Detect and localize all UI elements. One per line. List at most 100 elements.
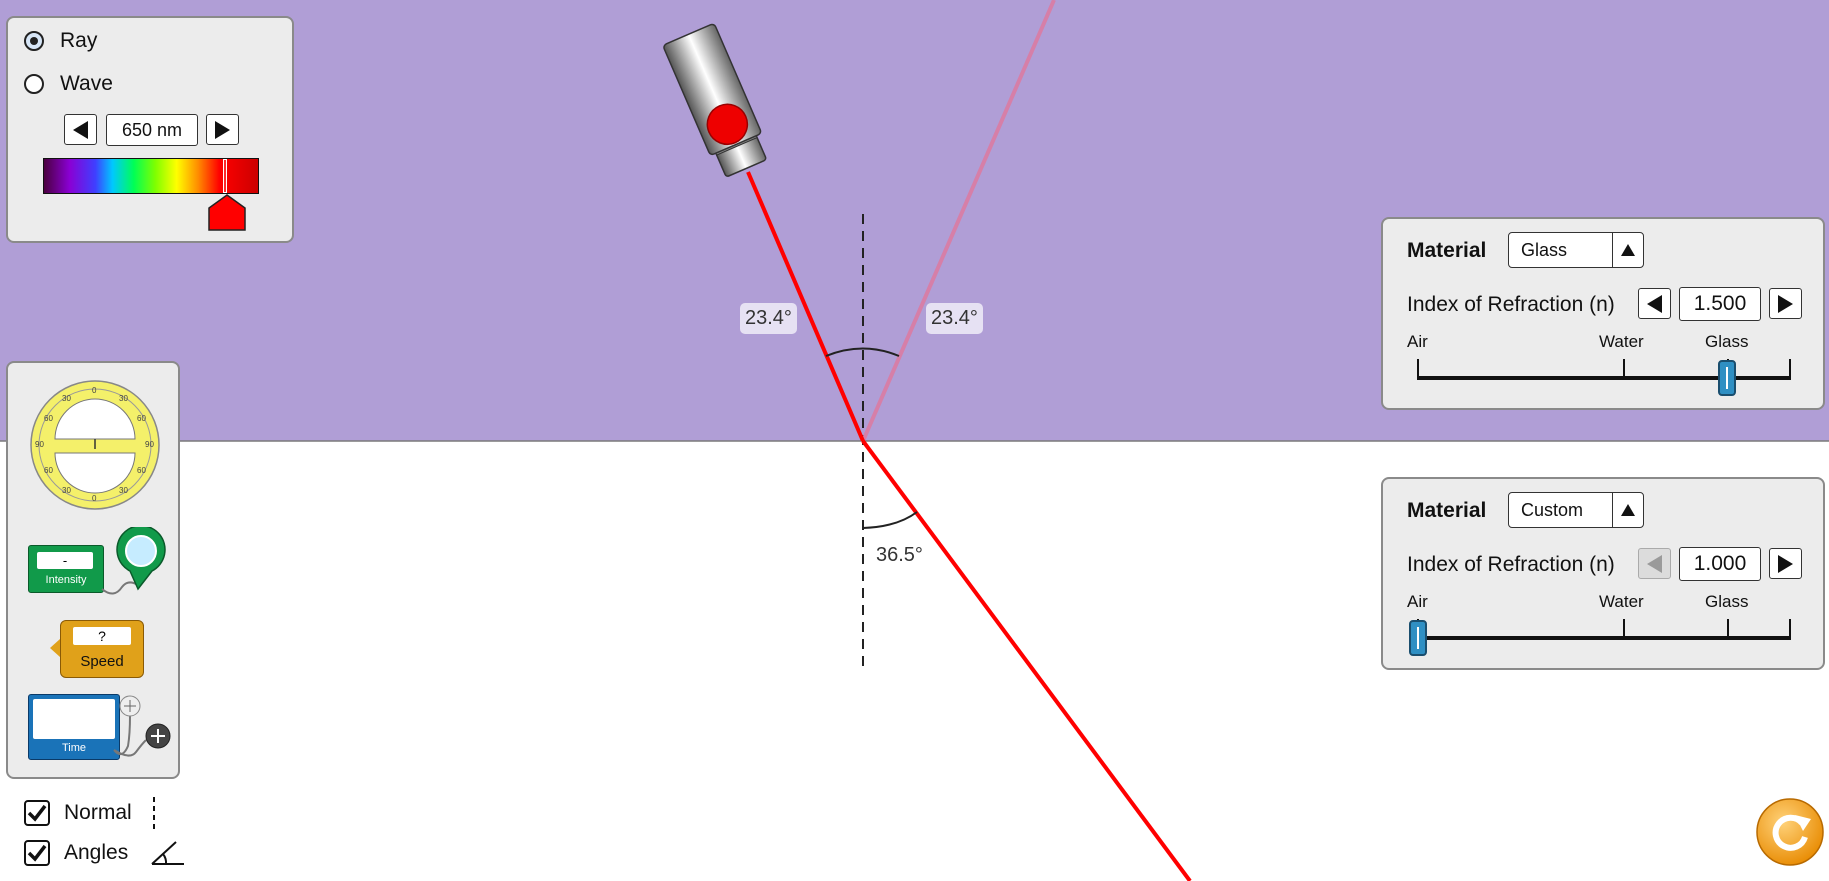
ray-radio[interactable]: Ray (24, 27, 97, 55)
bottom-ior-increase-button[interactable] (1769, 548, 1802, 579)
angles-checkbox[interactable] (24, 840, 50, 866)
svg-text:0: 0 (92, 386, 97, 395)
reset-icon[interactable] (1755, 797, 1825, 867)
top-material-label: Material (1407, 239, 1487, 262)
ray-radio-label: Ray (60, 29, 98, 52)
incident-angle-arc (825, 347, 900, 357)
top-slider-tick (1789, 359, 1791, 379)
bottom-tick-air: Air (1407, 592, 1428, 611)
time-sensor-icon[interactable] (112, 694, 174, 760)
bottom-ior-value: 1.000 (1679, 547, 1761, 581)
angles-checkbox-label: Angles (64, 841, 129, 864)
wavelength-decrease-button[interactable] (64, 114, 97, 145)
light-panel: Ray Wave 650 nm (6, 16, 294, 243)
intensity-label: Intensity (45, 574, 87, 586)
bottom-ior-decrease-button[interactable] (1638, 548, 1671, 579)
svg-text:60: 60 (44, 466, 53, 475)
checkmark-icon (27, 844, 47, 862)
bottom-material-label: Material (1407, 499, 1487, 522)
speed-pointer (50, 639, 60, 657)
toolbox-panel: 0 30 30 60 60 90 90 60 60 30 30 0 - Intensity ?… (6, 361, 180, 779)
right-arrow-icon (1778, 294, 1793, 313)
top-material-dropdown-button[interactable] (1612, 233, 1643, 267)
right-arrow-icon (1778, 554, 1793, 573)
speed-meter[interactable]: ? Speed (60, 620, 144, 678)
top-ior-value: 1.500 (1679, 287, 1761, 321)
top-tick-air: Air (1407, 332, 1428, 351)
top-slider-tick (1623, 359, 1625, 379)
top-ior-increase-button[interactable] (1769, 288, 1802, 319)
normal-line-icon (153, 797, 155, 831)
bottom-slider-tick (1727, 619, 1729, 639)
top-tick-glass: Glass (1705, 332, 1749, 351)
top-tick-water: Water (1599, 332, 1644, 351)
wavelength-slider-thumb[interactable] (207, 194, 247, 232)
bottom-ior-label: Index of Refraction (n) (1407, 553, 1615, 576)
top-ior-slider-thumb[interactable] (1718, 360, 1736, 396)
angles-checkbox-row[interactable]: Angles (24, 838, 128, 868)
chevron-up-icon (1621, 244, 1635, 256)
intensity-sensor-icon[interactable] (94, 527, 170, 599)
top-ior-label: Index of Refraction (n) (1407, 293, 1615, 316)
reflected-ray (861, 0, 1056, 442)
chevron-up-icon (1621, 504, 1635, 516)
top-medium-panel: Material Glass Index of Refraction (n) 1… (1381, 217, 1825, 410)
top-material-value: Glass (1521, 240, 1568, 260)
wave-radio-button[interactable] (24, 74, 44, 94)
wave-radio[interactable]: Wave (24, 70, 113, 98)
top-ior-decrease-button[interactable] (1638, 288, 1671, 319)
angle-icon (151, 841, 184, 865)
time-screen (33, 699, 115, 739)
ray-radio-button[interactable] (24, 31, 44, 51)
refracted-angle-arc (862, 511, 918, 529)
bottom-slider-tick (1623, 619, 1625, 639)
left-arrow-icon (1647, 294, 1662, 313)
bottom-ior-slider-thumb[interactable] (1409, 620, 1427, 656)
svg-text:90: 90 (35, 440, 44, 449)
wavelength-value: 650 nm (106, 114, 198, 146)
laser-pointer-icon[interactable] (663, 23, 772, 179)
svg-text:60: 60 (137, 414, 146, 423)
protractor-icon[interactable]: 0 30 30 60 60 90 90 60 60 30 30 0 (29, 379, 161, 511)
speed-label: Speed (80, 653, 124, 670)
top-material-combo[interactable]: Glass (1508, 232, 1644, 268)
normal-checkbox-label: Normal (64, 801, 132, 824)
intensity-meter[interactable]: - Intensity (28, 545, 104, 593)
intensity-value: - (37, 552, 93, 569)
svg-text:30: 30 (62, 394, 71, 403)
bottom-material-value: Custom (1521, 500, 1584, 520)
time-meter[interactable]: Time (28, 694, 120, 760)
svg-text:30: 30 (119, 486, 128, 495)
bottom-tick-glass: Glass (1705, 592, 1749, 611)
bottom-slider-tick (1789, 619, 1791, 639)
top-slider-tick (1417, 359, 1419, 379)
normal-checkbox[interactable] (24, 800, 50, 826)
wavelength-increase-button[interactable] (206, 114, 239, 145)
svg-text:30: 30 (119, 394, 128, 403)
top-ior-slider-track[interactable] (1417, 376, 1791, 380)
wave-radio-label: Wave (60, 72, 113, 95)
svg-text:0: 0 (92, 494, 97, 503)
bottom-tick-water: Water (1599, 592, 1644, 611)
refracted-angle-label: 36.5° (876, 544, 923, 566)
bottom-medium-panel: Material Custom Index of Refraction (n) … (1381, 477, 1825, 670)
refracted-ray (861, 439, 1192, 881)
bottom-material-dropdown-button[interactable] (1612, 493, 1643, 527)
checkmark-icon (27, 804, 47, 822)
time-label: Time (61, 742, 87, 754)
bottom-ior-slider-track[interactable] (1417, 636, 1791, 640)
svg-text:90: 90 (145, 440, 154, 449)
bottom-material-combo[interactable]: Custom (1508, 492, 1644, 528)
svg-text:60: 60 (137, 466, 146, 475)
left-arrow-icon (1647, 554, 1662, 573)
right-arrow-icon (215, 120, 230, 139)
reflected-angle-label: 23.4° (926, 303, 983, 334)
incident-angle-label: 23.4° (740, 303, 797, 334)
svg-text:60: 60 (44, 414, 53, 423)
wavelength-slider-marker (223, 159, 227, 193)
speed-value: ? (73, 627, 131, 645)
left-arrow-icon (73, 120, 88, 139)
svg-text:30: 30 (62, 486, 71, 495)
normal-checkbox-row[interactable]: Normal (24, 798, 132, 828)
incident-ray (746, 171, 865, 442)
